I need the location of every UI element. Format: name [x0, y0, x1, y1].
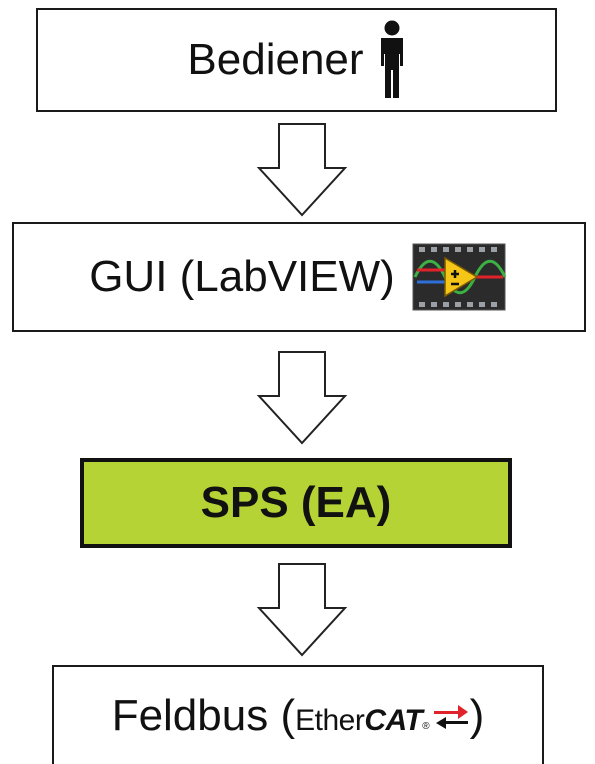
arrow-down-1 [256, 123, 348, 217]
fieldbus-label-prefix: Feldbus ( [111, 690, 296, 740]
ethercat-logo-reg: ® [422, 720, 430, 732]
arrow-down-3 [256, 563, 348, 657]
fieldbus-label-suffix: ) [469, 690, 485, 740]
gui-box: GUI (LabVIEW) [12, 222, 586, 332]
operator-label: Bediener [187, 35, 364, 84]
person-icon [380, 20, 403, 98]
labview-icon [412, 243, 507, 311]
ethercat-arrows-icon [433, 704, 468, 729]
operator-box: Bediener [36, 8, 557, 112]
ethercat-logo-cat: CAT [364, 703, 423, 737]
plc-box: SPS (EA) [80, 458, 512, 548]
arrow-down-2 [256, 351, 348, 445]
gui-label: GUI (LabVIEW) [89, 252, 395, 301]
ethercat-logo-ether: Ether [295, 703, 365, 737]
plc-label: SPS (EA) [200, 478, 392, 527]
